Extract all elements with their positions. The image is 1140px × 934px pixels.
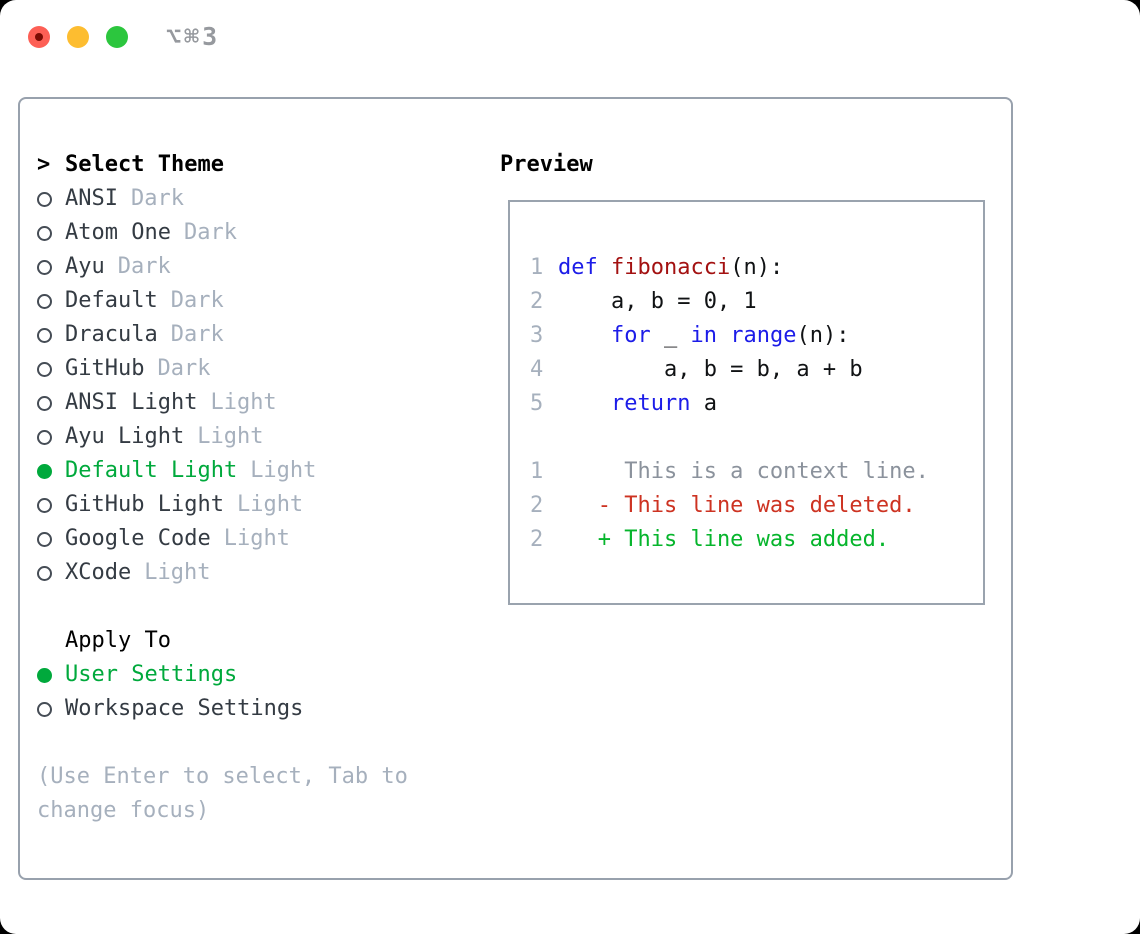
apply-to-option-label: Workspace Settings (65, 696, 304, 721)
titlebar: ⌥⌘3 (0, 0, 1140, 76)
theme-name: Ayu (65, 254, 105, 279)
theme-option-github-light[interactable]: GitHub Light Light (37, 488, 408, 522)
theme-variant: Dark (130, 186, 184, 211)
select-theme-heading-row: > Select Theme (37, 148, 408, 182)
theme-option-default-light[interactable]: Default Light Light (37, 454, 408, 488)
radio-unselected-icon (37, 395, 52, 411)
theme-option-ayu-light[interactable]: Ayu Light Light (37, 420, 408, 454)
theme-variant: Light (210, 390, 277, 415)
theme-option-atom-one-dark[interactable]: Atom One Dark (37, 216, 408, 250)
focus-marker-icon: > (37, 152, 51, 177)
theme-name: ANSI (65, 186, 118, 211)
radio-unselected-icon (37, 327, 52, 343)
close-button[interactable] (28, 26, 50, 48)
theme-variant: Dark (170, 288, 224, 313)
line-number: 2 (530, 527, 544, 552)
line-number: 5 (530, 391, 544, 416)
line-number: 3 (530, 323, 544, 348)
zoom-button[interactable] (106, 26, 128, 48)
apply-to-workspace-settings[interactable]: Workspace Settings (37, 692, 408, 726)
line-number: 2 (530, 289, 544, 314)
theme-variant: Dark (117, 254, 171, 279)
theme-name: Ayu Light (65, 424, 185, 449)
window-title: ⌥⌘3 (166, 22, 221, 51)
theme-name-selected: Default Light (65, 458, 238, 483)
theme-name: Default (65, 288, 158, 313)
apply-to-option-label: User Settings (65, 662, 238, 687)
spacer (530, 421, 983, 455)
preview-heading: Preview (500, 152, 593, 177)
radio-unselected-icon (37, 429, 52, 445)
theme-name: XCode (65, 560, 132, 585)
minimize-button[interactable] (67, 26, 89, 48)
theme-option-ansi-dark[interactable]: ANSI Dark (37, 182, 408, 216)
theme-variant: Dark (170, 322, 224, 347)
apply-to-heading-row: Apply To (37, 624, 408, 658)
theme-name: GitHub Light (65, 492, 224, 517)
line-number: 1 (530, 459, 544, 484)
line-number: 4 (530, 357, 544, 382)
preview-pane: 1 def fibonacci(n): 2 a, b = 0, 1 3 for … (508, 200, 985, 605)
diff-added-line: 2 + This line was added. (530, 523, 983, 557)
theme-variant: Light (223, 526, 290, 551)
theme-variant: Dark (183, 220, 237, 245)
code-line: 4 a, b = b, a + b (530, 353, 983, 387)
code-line: 1 def fibonacci(n): (530, 251, 983, 285)
theme-option-dracula-dark[interactable]: Dracula Dark (37, 318, 408, 352)
theme-name: GitHub (65, 356, 145, 381)
apply-to-heading: Apply To (65, 628, 171, 653)
radio-selected-icon (37, 463, 52, 479)
hint-text-line-1: (Use Enter to select, Tab to (37, 764, 408, 789)
apply-to-user-settings[interactable]: User Settings (37, 658, 408, 692)
radio-unselected-icon (37, 701, 52, 717)
radio-unselected-icon (37, 259, 52, 275)
theme-name: ANSI Light (65, 390, 198, 415)
theme-option-google-code-light[interactable]: Google Code Light (37, 522, 408, 556)
theme-variant: Light (197, 424, 264, 449)
radio-unselected-icon (37, 361, 52, 377)
spacer (37, 726, 408, 760)
code-line: 5 return a (530, 387, 983, 421)
radio-unselected-icon (37, 191, 52, 207)
radio-selected-icon (37, 667, 52, 683)
theme-option-xcode-light[interactable]: XCode Light (37, 556, 408, 590)
theme-option-default-dark[interactable]: Default Dark (37, 284, 408, 318)
diff-deleted-line: 2 - This line was deleted. (530, 489, 983, 523)
radio-unselected-icon (37, 293, 52, 309)
radio-unselected-icon (37, 497, 52, 513)
theme-variant: Dark (157, 356, 211, 381)
theme-variant: Light (236, 492, 304, 517)
line-number: 1 (530, 255, 544, 280)
code-line: 3 for _ in range(n): (530, 319, 983, 353)
theme-name: Dracula (65, 322, 158, 347)
theme-option-ayu-dark[interactable]: Ayu Dark (37, 250, 408, 284)
hint-text-line-2: change focus) (37, 798, 210, 823)
theme-option-ansi-light[interactable]: ANSI Light Light (37, 386, 408, 420)
radio-unselected-icon (37, 225, 52, 241)
radio-unselected-icon (37, 565, 52, 581)
select-theme-heading: Select Theme (65, 152, 224, 177)
line-number: 2 (530, 493, 544, 518)
spacer (37, 590, 408, 624)
theme-name: Google Code (65, 526, 211, 551)
radio-unselected-icon (37, 531, 52, 547)
code-line: 2 a, b = 0, 1 (530, 285, 983, 319)
theme-variant: Light (250, 458, 317, 483)
diff-context-line: 1 This is a context line. (530, 455, 983, 489)
theme-name: Atom One (65, 220, 171, 245)
theme-option-github-dark[interactable]: GitHub Dark (37, 352, 408, 386)
theme-variant: Light (144, 560, 211, 585)
theme-list: > Select Theme ANSI Dark Atom One Dark A… (37, 148, 408, 828)
theme-picker-panel: > Select Theme ANSI Dark Atom One Dark A… (18, 97, 1013, 880)
